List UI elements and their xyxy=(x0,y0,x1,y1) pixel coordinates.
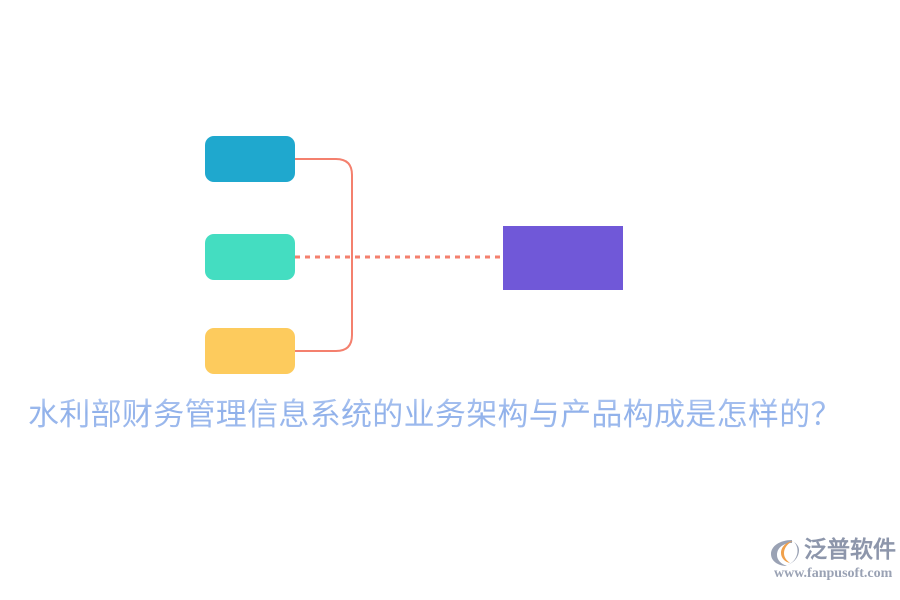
diagram-node-blue[interactable] xyxy=(205,136,295,182)
brand-logo-icon xyxy=(771,540,799,566)
brand-name: 泛普软件 xyxy=(804,537,896,563)
diagram-connectors xyxy=(294,158,503,352)
diagram-node-green[interactable] xyxy=(205,234,295,280)
brand-logo: 泛普软件 www.fanpusoft.com xyxy=(768,536,896,588)
architecture-diagram xyxy=(205,136,623,374)
connector-blue-to-trunk xyxy=(294,158,353,352)
brand-url: www.fanpusoft.com xyxy=(774,566,893,581)
page-title: 水利部财务管理信息系统的业务架构与产品构成是怎样的？ xyxy=(28,392,888,438)
diagram-node-purple[interactable] xyxy=(503,226,623,290)
diagram-node-yellow[interactable] xyxy=(205,328,295,374)
